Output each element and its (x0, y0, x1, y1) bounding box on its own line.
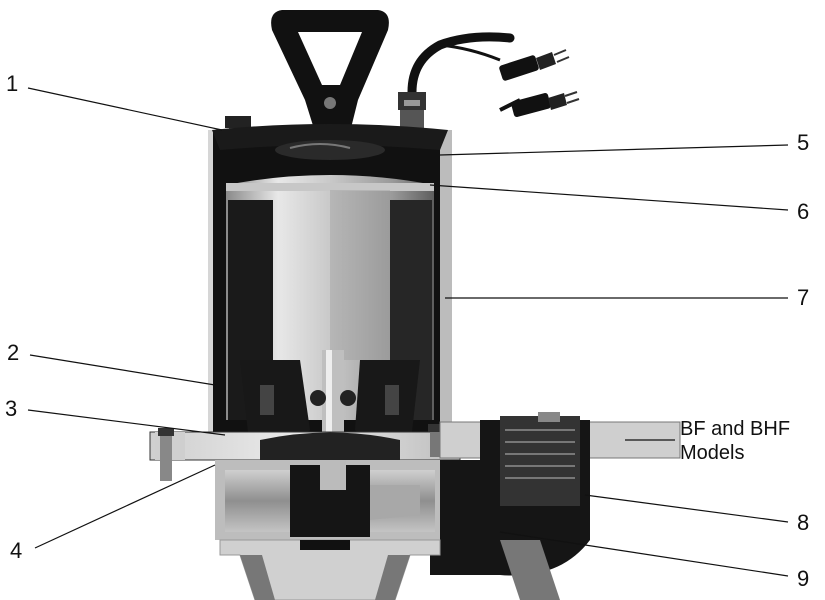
callout-2: 2 (7, 340, 20, 365)
bolt-left (158, 428, 174, 481)
motor-windings (240, 360, 420, 450)
leader-line-8 (584, 494, 789, 523)
plug-lower (499, 91, 580, 117)
models-note: BF and BHF Models (680, 418, 790, 465)
models-note-line1: BF and BHF (680, 418, 791, 440)
callout-1: 1 (6, 71, 19, 96)
leader-line-9 (499, 531, 789, 577)
leader-line-6 (429, 184, 789, 211)
callout-4: 4 (10, 538, 23, 563)
leader-line-5 (439, 144, 789, 156)
callout-8: 8 (797, 510, 810, 535)
impeller (290, 460, 420, 537)
leader-line-1 (27, 87, 223, 131)
power-cord (407, 32, 515, 97)
callout-7: 7 (797, 285, 810, 310)
callout-6: 6 (797, 199, 810, 224)
models-note-line2: Models (680, 441, 745, 464)
leader-line-4 (34, 464, 216, 549)
bolt-right (428, 424, 442, 457)
leader-line-2 (29, 354, 216, 386)
leader-line-3 (27, 409, 226, 436)
callout-5: 5 (797, 130, 810, 155)
cord-fitting (398, 92, 426, 132)
base-stand (219, 539, 560, 600)
carry-handle (271, 10, 389, 132)
callout-3: 3 (5, 396, 18, 421)
plug-upper (499, 49, 570, 81)
motor (226, 175, 434, 420)
seal-plate (149, 431, 461, 461)
callout-9: 9 (797, 566, 810, 591)
discharge-elbow (430, 412, 681, 576)
